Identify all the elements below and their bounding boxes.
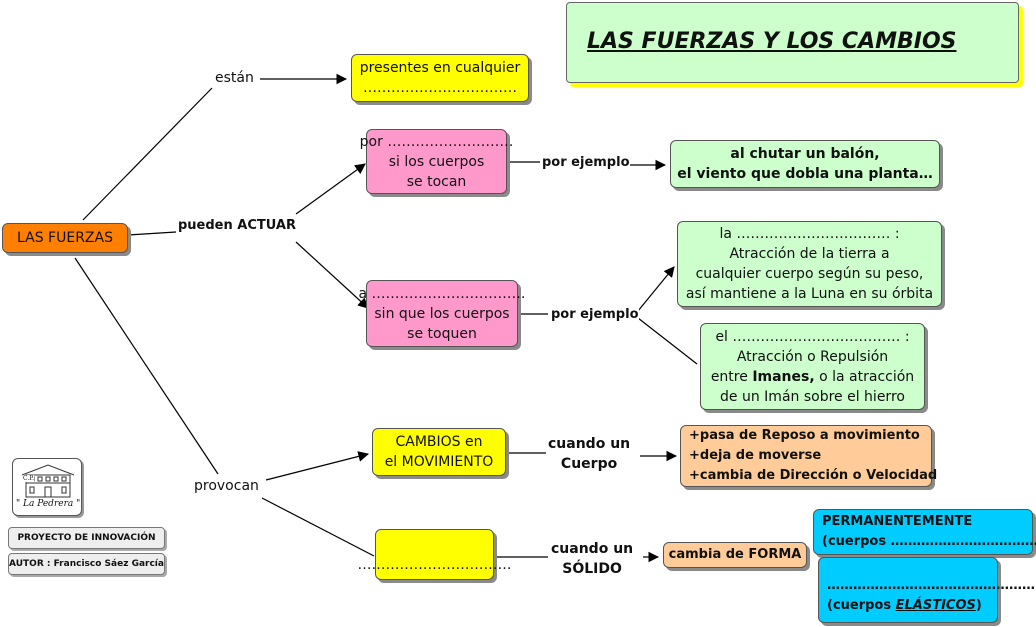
link-label-por-ejemplo-1: por ejemplo	[542, 155, 630, 170]
root-label: LAS FUERZAS	[17, 230, 113, 246]
title-box: LAS FUERZAS Y LOS CAMBIOS	[566, 2, 1019, 83]
link-label-estan: están	[215, 70, 254, 86]
node-efectos-movimiento: +pasa de Reposo a movimiento +deja de mo…	[680, 425, 937, 487]
node-cambios-movimiento: CAMBIOS en el MOVIMIENTO	[372, 428, 506, 476]
node-permanente: PERMANENTEMENTE (cuerpos ………………………………)	[813, 509, 1036, 555]
node-fuerzas-contacto: por ……………………… si los cuerpos se tocan	[360, 129, 513, 194]
school-building-icon	[21, 464, 75, 498]
root-node: LAS FUERZAS	[2, 223, 128, 253]
logo-initials: C.P.	[23, 475, 35, 482]
node-deformacion: ……………………………	[358, 529, 512, 580]
author-badge: AUTOR : Francisco Sáez García	[8, 553, 165, 575]
link-label-por-ejemplo-2: por ejemplo	[551, 307, 639, 322]
link-label-cuando-cuerpo: cuando un Cuerpo	[548, 434, 631, 474]
node-magnetismo: el ……………………………… : Atracción o Repulsión …	[700, 323, 925, 410]
link-label-provocan: provocan	[194, 478, 259, 494]
node-presentes: presentes en cualquier ……………………………	[351, 54, 529, 102]
link-label-pueden-actuar: pueden ACTUAR	[178, 218, 296, 233]
node-ejemplo-contacto: al chutar un balón, el viento que dobla …	[670, 140, 940, 188]
school-logo: C.P. " La Pedrera "	[12, 458, 82, 516]
logo-school-name: " La Pedrera "	[16, 499, 81, 509]
node-gravedad: la …………………………… : Atracción de la tierra …	[677, 221, 942, 307]
link-label-cuando-solido: cuando un SÓLIDO	[551, 539, 634, 579]
node-elastico: …………………………………………… (cuerpos ELÁSTICOS)	[818, 557, 1036, 623]
node-fuerzas-distancia: a …………………………… sin que los cuerpos se toq…	[358, 280, 526, 347]
node-cambia-forma: cambia de FORMA	[663, 542, 807, 568]
project-badge: PROYECTO DE INNOVACIÓN	[8, 527, 165, 549]
page-title: LAS FUERZAS Y LOS CAMBIOS	[587, 29, 957, 54]
